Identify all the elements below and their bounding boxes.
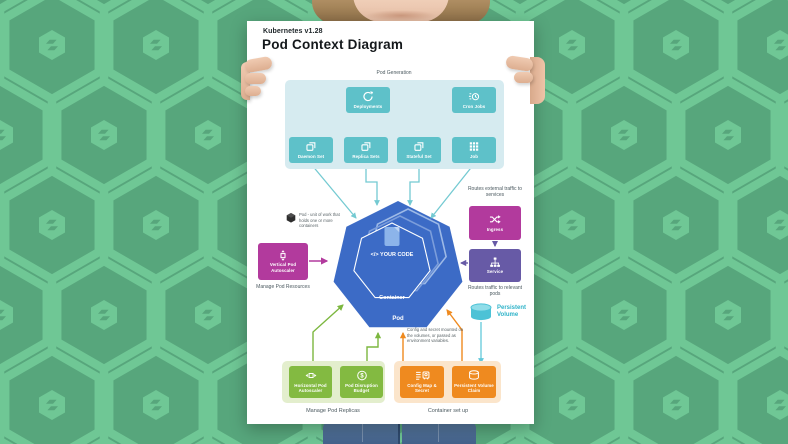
cron-jobs-box: Cron Jobs: [452, 87, 496, 113]
poster-title: Pod Context Diagram: [262, 37, 404, 52]
manage-pod-resources-caption: Manage Pod Resources: [256, 284, 310, 290]
persistent-volume-label: Persistent Volume: [497, 305, 527, 318]
scale-vertical-icon: [280, 249, 286, 261]
horizontal-pod-autoscaler-label: Horizontal Pod Autoscaler: [294, 382, 327, 394]
your-code-label: </> YOUR CODE: [370, 252, 414, 258]
vertical-pod-autoscaler-box: Vertical Pod Autoscaler: [258, 243, 308, 280]
service-tree-icon: [490, 257, 500, 267]
ingress-label: Ingress: [486, 226, 504, 232]
right-finger: [514, 72, 533, 83]
ingress-caption: Routes external traffic to services: [467, 186, 523, 199]
service-caption: Routes traffic to relevant pods: [467, 285, 523, 298]
deployments-label: Deployments: [353, 103, 383, 109]
cylinder-icon: [469, 370, 479, 380]
scale-horizontal-icon: [305, 373, 316, 379]
pod-label: Pod: [392, 316, 404, 322]
deployments-box: Deployments: [346, 87, 390, 113]
pod-disruption-budget-label: Pod Disruption Budget: [345, 382, 378, 394]
set-stack-icon: [306, 142, 316, 151]
daemon-set-box: Daemon Set: [289, 137, 333, 163]
set-stack-icon: [361, 142, 371, 151]
jeans-stitch: [362, 424, 363, 442]
set-stack-icon: [414, 142, 424, 151]
ingress-box: Ingress: [469, 206, 521, 240]
job-box: Job: [452, 137, 496, 163]
person-chin-shadow: [366, 10, 436, 21]
svg-text:$: $: [360, 374, 364, 380]
dollar-circle-icon: $: [356, 370, 367, 381]
pod-disruption-budget-box: $ Pod Disruption Budget: [340, 366, 383, 398]
config-map-secret-label: Config Map & Secret: [407, 382, 437, 394]
pod-note: Pod - unit of work that holds one or mor…: [299, 212, 340, 229]
horizontal-pod-autoscaler-box: Horizontal Pod Autoscaler: [289, 366, 332, 398]
config-secret-icon: [415, 371, 429, 381]
job-grid-icon: [469, 142, 479, 151]
cron-jobs-label: Cron Jobs: [462, 103, 486, 109]
manage-pod-replicas-caption: Manage Pod Replicas: [306, 408, 360, 414]
service-label: Service: [486, 269, 504, 274]
vertical-pod-autoscaler-label: Vertical Pod Autoscaler: [269, 262, 297, 273]
persistent-volume-claim-box: Persistent Volume Claim: [452, 366, 496, 398]
job-label: Job: [469, 153, 479, 159]
persistent-volume-claim-label: Persistent Volume Claim: [454, 382, 494, 394]
person-jeans-right-leg: [402, 422, 476, 444]
container-label: Container: [379, 294, 405, 301]
deploy-cycle-icon: [363, 91, 374, 102]
container-heptagon: [353, 222, 431, 299]
service-box: Service: [469, 249, 521, 282]
left-finger: [245, 73, 266, 84]
daemon-set-label: Daemon Set: [297, 153, 325, 159]
replica-sets-box: Replica Sets: [344, 137, 388, 163]
left-finger: [245, 86, 261, 96]
shuffle-icon: [489, 215, 501, 224]
code-file-icon: [384, 227, 400, 246]
cron-clock-icon: [468, 93, 480, 101]
poster-kicker: Kubernetes v1.28: [263, 28, 323, 35]
replica-sets-label: Replica Sets: [352, 153, 380, 159]
config-secret-note: Config and secret mounted on the volumes…: [407, 327, 464, 344]
stateful-set-label: Stateful Set: [406, 153, 432, 159]
right-hand: [530, 57, 545, 104]
stateful-set-box: Stateful Set: [397, 137, 441, 163]
cube-icon: [286, 213, 296, 223]
person-jeans-left-leg: [323, 422, 400, 444]
code-glyph: </>: [370, 252, 379, 258]
jeans-stitch: [438, 424, 439, 442]
config-map-secret-box: Config Map & Secret: [400, 366, 444, 398]
pod-generation-label: Pod Generation: [376, 70, 412, 76]
persistent-volume-cylinder-icon: [470, 303, 492, 321]
container-setup-caption: Container set up: [427, 408, 469, 414]
